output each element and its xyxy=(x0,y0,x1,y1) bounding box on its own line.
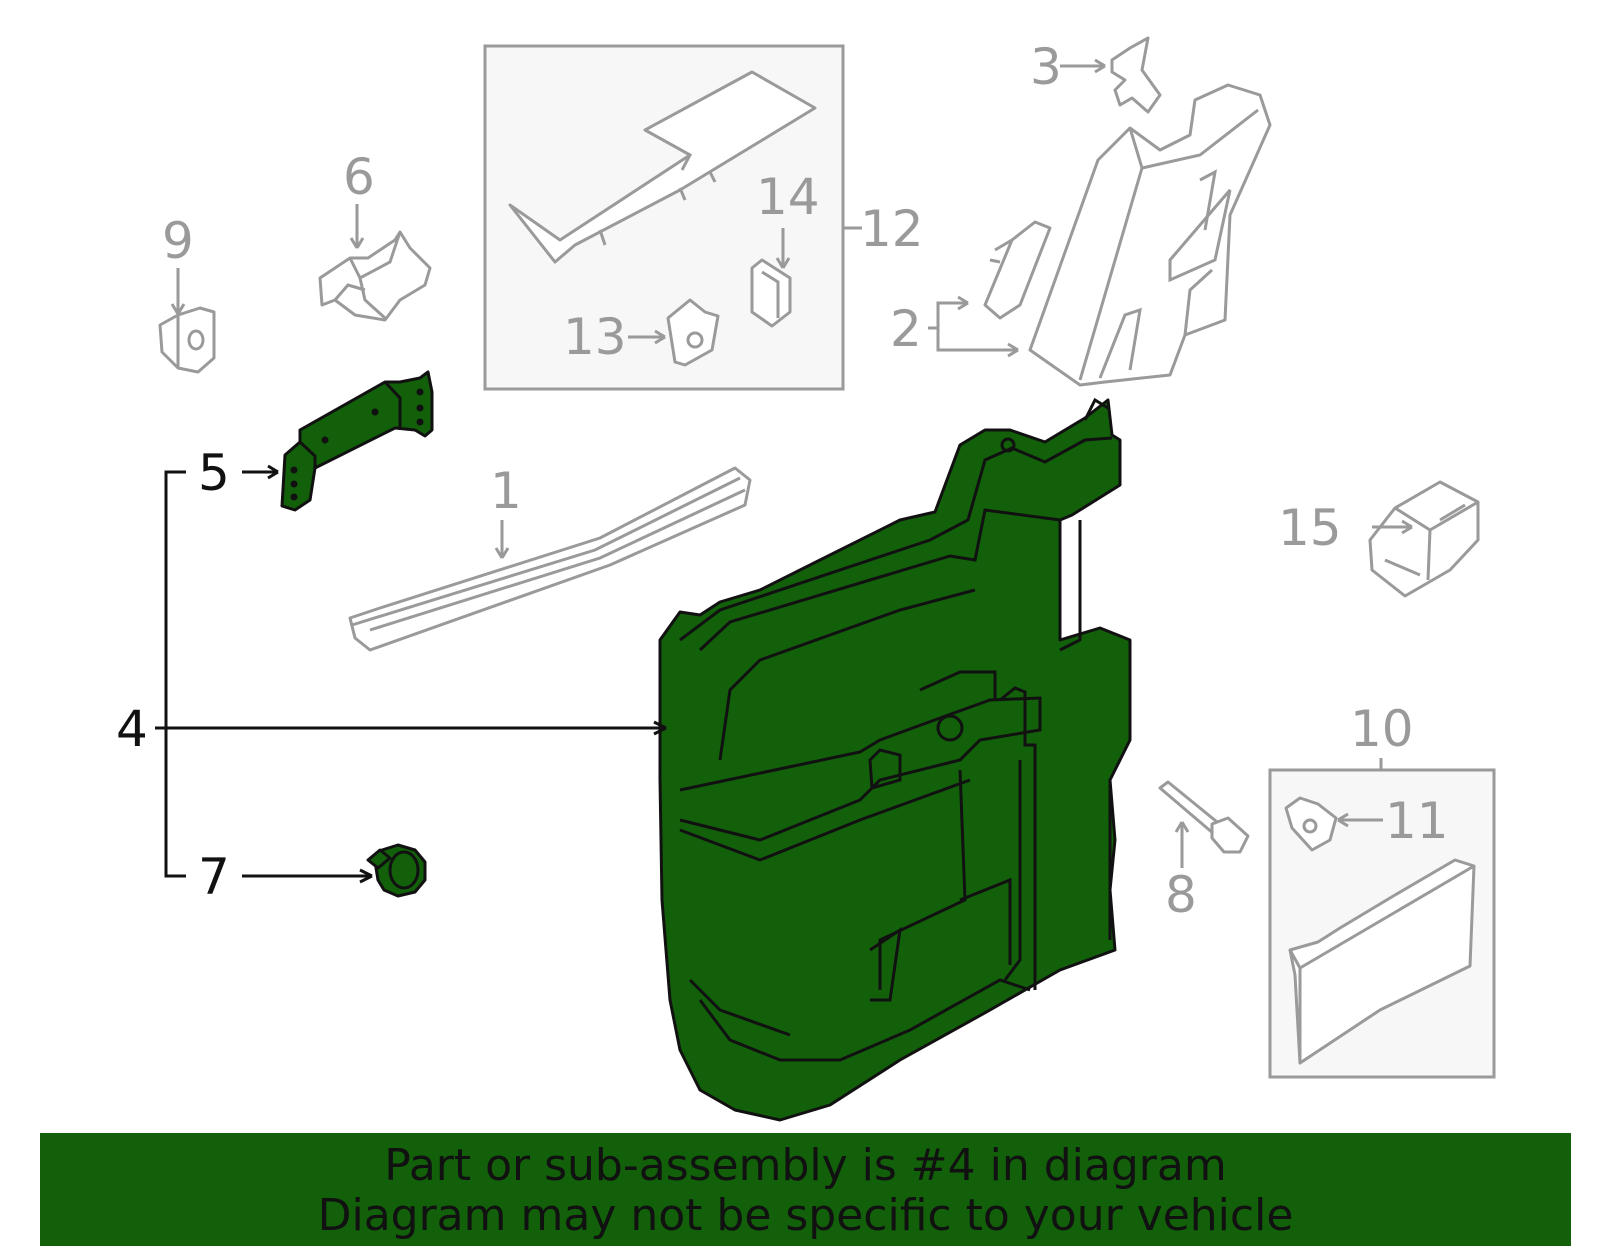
callout-1: 1 xyxy=(490,462,522,520)
callout-14: 14 xyxy=(756,168,820,226)
part-1-belt-weatherstrip xyxy=(348,466,752,652)
part-9-nut xyxy=(158,306,216,374)
part-2-small-trim xyxy=(983,220,1052,320)
part-3-clip xyxy=(1110,36,1162,114)
part-14-clip xyxy=(750,258,792,328)
leader-lines-black xyxy=(155,464,667,884)
callout-10: 10 xyxy=(1350,700,1414,758)
callout-2: 2 xyxy=(890,300,922,358)
info-banner: Part or sub-assembly is #4 in diagram Di… xyxy=(40,1133,1571,1246)
callout-12: 12 xyxy=(860,200,924,258)
banner-line-2: Diagram may not be specific to your vehi… xyxy=(317,1190,1294,1241)
callout-7: 7 xyxy=(198,848,230,906)
callout-8: 8 xyxy=(1165,866,1197,924)
part-7-push-pin[interactable] xyxy=(366,843,427,898)
part-6-bracket xyxy=(318,230,432,322)
callout-9: 9 xyxy=(162,212,194,270)
part-11-clip xyxy=(1284,796,1338,852)
callout-13: 13 xyxy=(563,308,627,366)
part-10-panel xyxy=(1288,858,1476,1065)
callout-11: 11 xyxy=(1385,792,1449,850)
part-13-clip xyxy=(666,298,720,367)
callout-6: 6 xyxy=(343,148,375,206)
part-5-bracket[interactable] xyxy=(280,370,434,512)
part-4-door-trim-panel[interactable] xyxy=(658,397,1132,1122)
part-12-armrest-trim xyxy=(508,70,817,264)
callout-15: 15 xyxy=(1278,499,1342,557)
callout-3: 3 xyxy=(1030,38,1062,96)
part-15-switch xyxy=(1368,480,1480,598)
banner-line-1: Part or sub-assembly is #4 in diagram xyxy=(384,1140,1227,1191)
callout-5: 5 xyxy=(198,444,230,502)
callout-4: 4 xyxy=(116,700,148,758)
leader-lines-gray xyxy=(170,58,1413,868)
part-8-bolt xyxy=(1158,780,1250,854)
part-2-pillar-trim xyxy=(1028,83,1272,387)
